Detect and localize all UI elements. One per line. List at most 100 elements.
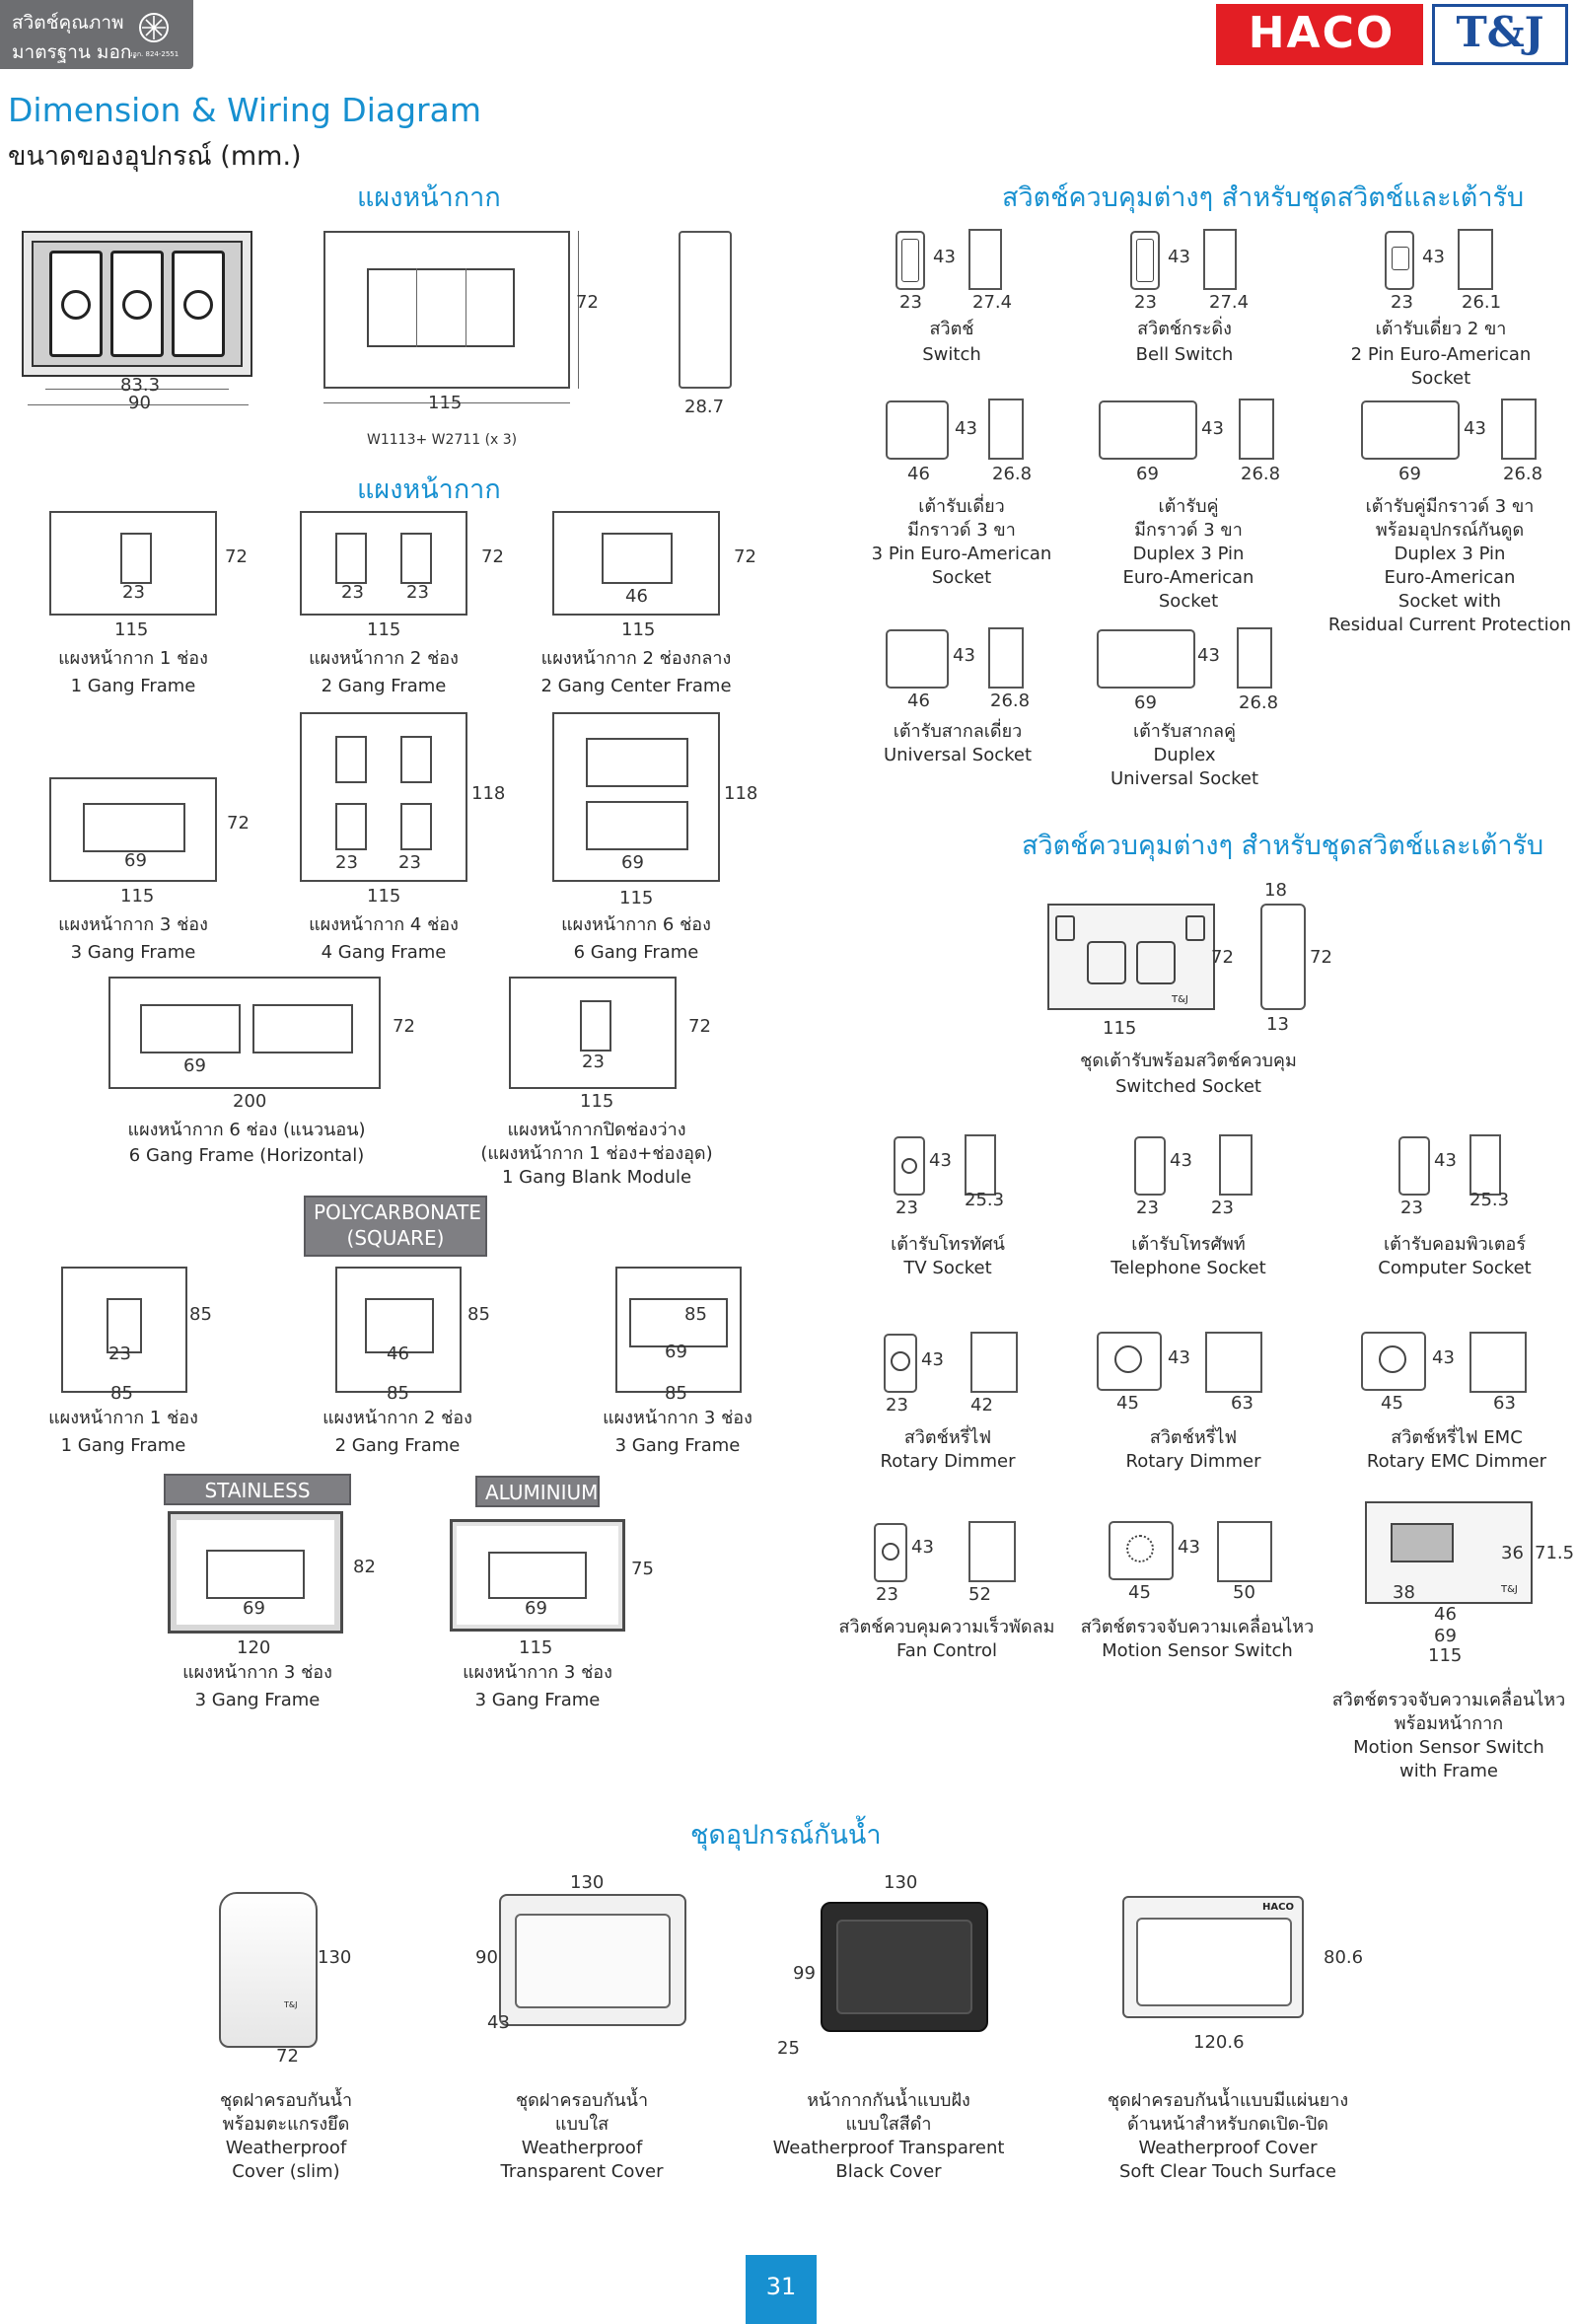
device-universal-th: เต้ารับสากลเดี่ยว <box>893 721 1023 742</box>
weatherproof-clear-en: Weatherproof <box>521 2138 643 2158</box>
device-3pin-w: 46 <box>907 464 930 484</box>
weatherproof-soft-brand: HACO <box>1262 1902 1294 1913</box>
frame-3gang-width: 115 <box>120 886 155 907</box>
device-phone-en: Telephone Socket <box>1110 1258 1266 1278</box>
weatherproof-black-cover <box>821 1902 988 2032</box>
motion-frame-h2: 71.5 <box>1535 1543 1575 1563</box>
tisi-line1: สวิตช์คุณภาพ <box>12 12 124 34</box>
assembly-side-view <box>679 231 732 389</box>
stainless-th: แผงหน้ากาก 3 ช่อง <box>182 1662 332 1683</box>
device-switch-d: 27.4 <box>972 292 1013 313</box>
switched-socket-depth-top: 18 <box>1264 880 1287 901</box>
frame-3gang <box>49 777 217 882</box>
weatherproof-slim-width: 72 <box>276 2046 299 2067</box>
device-universal-w: 46 <box>907 690 930 711</box>
device-dimmer-en: Rotary Dimmer <box>880 1451 1016 1472</box>
device-dimmer-large-side <box>1205 1332 1262 1393</box>
poly-frame-3gang <box>615 1267 742 1393</box>
polycarbonate-badge-line1: POLYCARBONATE <box>314 1200 482 1224</box>
weatherproof-soft-width: 120.6 <box>1193 2032 1245 2053</box>
device-rcd-side <box>1501 399 1537 460</box>
frame-3gang-opening: 69 <box>124 850 147 871</box>
device-motion-en: Motion Sensor Switch <box>1102 1640 1293 1661</box>
frame-1gang-en: 1 Gang Frame <box>70 676 196 696</box>
weatherproof-slim-cover: T&J <box>219 1892 318 2048</box>
motion-frame-th2: พร้อมหน้ากาก <box>1394 1713 1504 1734</box>
weatherproof-soft-height: 80.6 <box>1324 1947 1364 1968</box>
motion-frame-th: สวิตช์ตรวจจับความเคลื่อนไหว <box>1331 1690 1566 1710</box>
device-duplex-universal-side <box>1237 627 1272 689</box>
weatherproof-slim-en: Weatherproof <box>225 2138 347 2158</box>
assembly-model-code: W1113+ W2711 (x 3) <box>367 432 518 448</box>
frame-6gang-en: 6 Gang Frame <box>573 942 699 963</box>
device-duplex3pin-en3: Socket <box>1158 591 1219 612</box>
device-duplex3pin-side <box>1239 399 1274 460</box>
weatherproof-soft-th2: ด้านหน้าสำหรับกดเปิด-ปิด <box>1127 2114 1328 2135</box>
brand-tj-logo <box>1432 4 1568 65</box>
frame-4gang <box>300 712 467 882</box>
device-duplex3pin-module <box>1099 400 1197 460</box>
poly-frame-2gang-en: 2 Gang Frame <box>334 1435 461 1456</box>
device-dimmer-th: สวิตช์หรี่ไฟ <box>903 1427 992 1448</box>
device-bell-th: สวิตช์กระดิ่ง <box>1137 319 1232 339</box>
frame-1gang-height: 72 <box>225 546 248 567</box>
weatherproof-clear-depth: 43 <box>487 2012 510 2033</box>
aluminium-width: 115 <box>519 1637 553 1658</box>
frame-1gang-blank-th: แผงหน้ากากปิดช่องว่าง <box>507 1120 686 1140</box>
weatherproof-clear-th2: แบบใส <box>554 2114 609 2135</box>
device-tv-en: TV Socket <box>903 1258 992 1278</box>
device-switch-th: สวิตช์ <box>929 319 974 339</box>
frame-2gang-center-width: 115 <box>621 619 656 640</box>
device-duplex3pin-w: 69 <box>1136 464 1159 484</box>
assembly-back-view <box>22 231 252 377</box>
tisi-badge: สวิตช์คุณภาพ มาตรฐาน มอก. มอก. 824-2551 <box>0 0 193 69</box>
stainless-opening: 69 <box>243 1598 265 1619</box>
assembly-height: 72 <box>576 292 599 313</box>
device-tv-side <box>965 1134 996 1196</box>
device-emc-dimmer-h: 43 <box>1432 1347 1455 1368</box>
device-duplex3pin-en2: Euro-American <box>1122 567 1254 588</box>
frame-1gang-width: 115 <box>114 619 149 640</box>
weatherproof-clear-en2: Transparent Cover <box>500 2161 664 2182</box>
device-phone-w: 23 <box>1136 1198 1159 1218</box>
motion-frame-en2: with Frame <box>1399 1761 1498 1781</box>
weatherproof-slim-height: 130 <box>318 1947 352 1968</box>
frame-3gang-en: 3 Gang Frame <box>70 942 196 963</box>
poly-frame-1gang-opening: 23 <box>108 1344 131 1364</box>
device-duplex-universal-en: Duplex <box>1153 745 1216 765</box>
switched-socket-brand: T&J <box>1172 994 1188 1005</box>
frame-1gang-blank-width: 115 <box>580 1091 614 1112</box>
frame-6gang-horizontal-height: 72 <box>393 1016 415 1037</box>
tisi-line2: มาตรฐาน มอก. <box>12 41 138 63</box>
section-waterproof-heading: ชุดอุปกรณ์กันน้ำ <box>690 1820 882 1851</box>
poly-frame-3gang-th: แผงหน้ากาก 3 ช่อง <box>603 1408 752 1428</box>
device-emc-dimmer-w: 45 <box>1381 1393 1403 1414</box>
device-rcd-module <box>1361 400 1460 460</box>
weatherproof-slim-th: ชุดฝาครอบกันน้ำ <box>219 2090 353 2111</box>
device-duplex3pin-h: 43 <box>1201 418 1224 439</box>
section-switch-heading-2: สวิตช์ควบคุมต่างๆ สำหรับชุดสวิตช์และเต้า… <box>1022 831 1544 861</box>
section-frame-heading-1: แผงหน้ากาก <box>357 182 501 213</box>
device-computer-d: 25.3 <box>1469 1190 1510 1210</box>
poly-frame-2gang-opening: 46 <box>387 1344 409 1364</box>
frame-6gang-horizontal-width: 200 <box>233 1091 267 1112</box>
switched-socket-en: Switched Socket <box>1115 1076 1261 1097</box>
page-number-box <box>746 2255 817 2324</box>
frame-6gang <box>552 712 720 882</box>
frame-4gang-width: 115 <box>367 886 401 907</box>
device-universal-h: 43 <box>953 645 975 666</box>
frame-2gang <box>300 511 467 616</box>
weatherproof-clear-width: 130 <box>570 1872 605 1893</box>
frame-6gang-horizontal-en: 6 Gang Frame (Horizontal) <box>128 1145 365 1166</box>
device-emc-dimmer-d: 63 <box>1493 1393 1516 1414</box>
device-rcd-th: เต้ารับคู่มีกราวด์ 3 ขา <box>1365 496 1535 517</box>
device-3pin-h: 43 <box>955 418 977 439</box>
device-computer-w: 23 <box>1400 1198 1423 1218</box>
frame-6gang-width: 115 <box>619 888 654 908</box>
device-bell-side <box>1203 229 1237 290</box>
poly-frame-2gang-th: แผงหน้ากาก 2 ช่อง <box>322 1408 472 1428</box>
device-3pin-module <box>886 400 949 460</box>
page-number: 31 <box>765 2273 797 2300</box>
device-2pin-th: เต้ารับเดี่ยว 2 ขา <box>1375 319 1507 339</box>
frame-2gang-width: 115 <box>367 619 401 640</box>
